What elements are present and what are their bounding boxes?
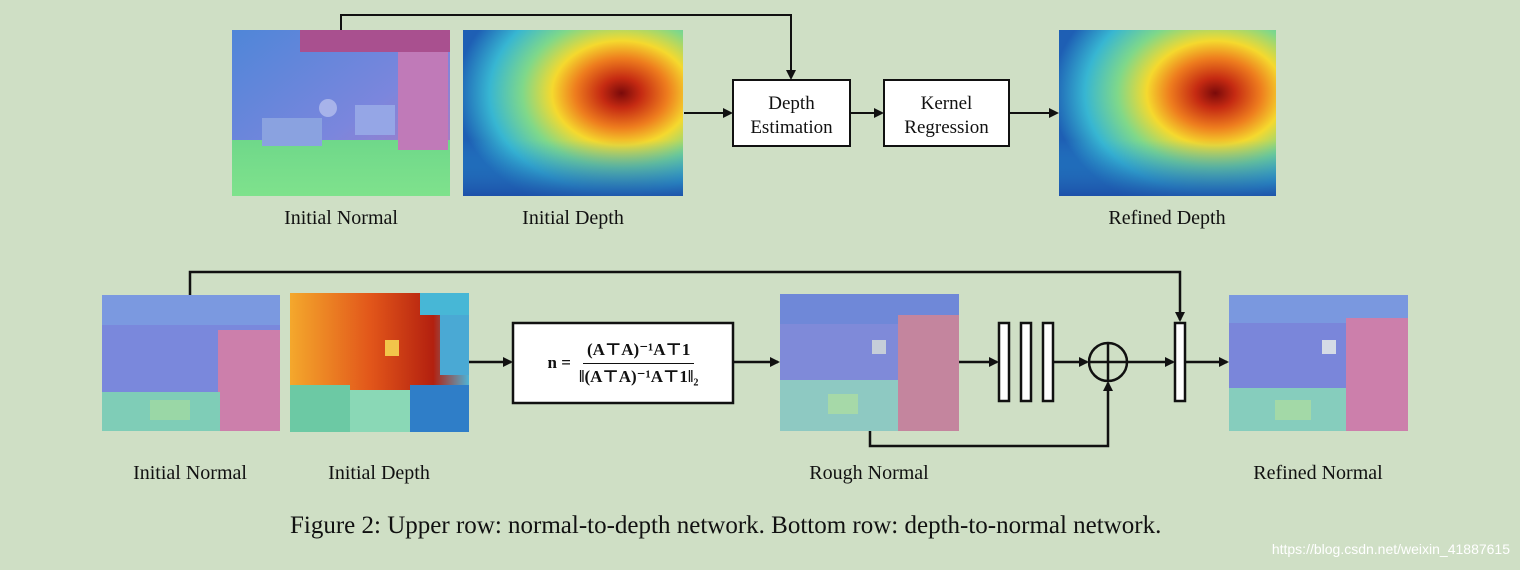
upper-initial-normal-label: Initial Normal	[284, 207, 398, 229]
upper-initial-depth-label: Initial Depth	[522, 207, 624, 229]
kernel-regression-line2: Regression	[904, 117, 989, 138]
formula-fraction: (A⊤A)⁻¹A⊤1 ‖(A⊤A)⁻¹A⊤1‖₂	[579, 340, 698, 387]
figure-caption: Figure 2: Upper row: normal-to-depth net…	[290, 512, 1162, 539]
refined-depth-image	[1059, 30, 1276, 196]
kernel-regression-text: Kernel Regression	[884, 92, 1009, 140]
conv-layer-3	[1041, 321, 1055, 403]
kernel-regression-box	[883, 79, 1010, 147]
refined-normal-image	[1229, 295, 1408, 431]
depth-estimation-line1: Depth	[768, 93, 815, 114]
normal-formula: n = (A⊤A)⁻¹A⊤1 ‖(A⊤A)⁻¹A⊤1‖₂	[514, 324, 732, 402]
refined-depth-label: Refined Depth	[1108, 207, 1226, 229]
depth-estimation-line2: Estimation	[750, 117, 833, 138]
upper-initial-normal-image	[232, 30, 450, 196]
rough-normal-image	[780, 294, 959, 431]
upper-initial-depth-image	[463, 30, 683, 196]
bottom-initial-normal-label: Initial Normal	[133, 462, 247, 484]
depth-estimation-box	[732, 79, 851, 147]
kernel-regression-line1: Kernel	[920, 93, 973, 114]
conv-layer-2	[1019, 321, 1033, 403]
bottom-initial-depth-label: Initial Depth	[328, 462, 430, 484]
depth-estimation-text: Depth Estimation	[733, 92, 850, 140]
sum-operator-icon	[1087, 341, 1129, 383]
watermark: https://blog.csdn.net/weixin_41887615	[1271, 541, 1510, 557]
conv-layers	[997, 321, 1055, 403]
conv-layer-1	[997, 321, 1011, 403]
bottom-initial-depth-image	[290, 293, 469, 432]
rough-normal-residual-arrow	[868, 381, 1113, 448]
rough-normal-label: Rough Normal	[809, 462, 929, 484]
bottom-initial-normal-image	[102, 295, 280, 431]
formula-lhs: n =	[547, 353, 571, 372]
bottom-skip-connection-arrow	[188, 270, 1185, 322]
refined-normal-label: Refined Normal	[1253, 462, 1383, 484]
upper-skip-connection-arrow	[340, 14, 796, 80]
formula-numerator: (A⊤A)⁻¹A⊤1	[583, 340, 695, 364]
concat-block	[1173, 321, 1187, 403]
formula-denominator: ‖(A⊤A)⁻¹A⊤1‖₂	[578, 366, 699, 386]
